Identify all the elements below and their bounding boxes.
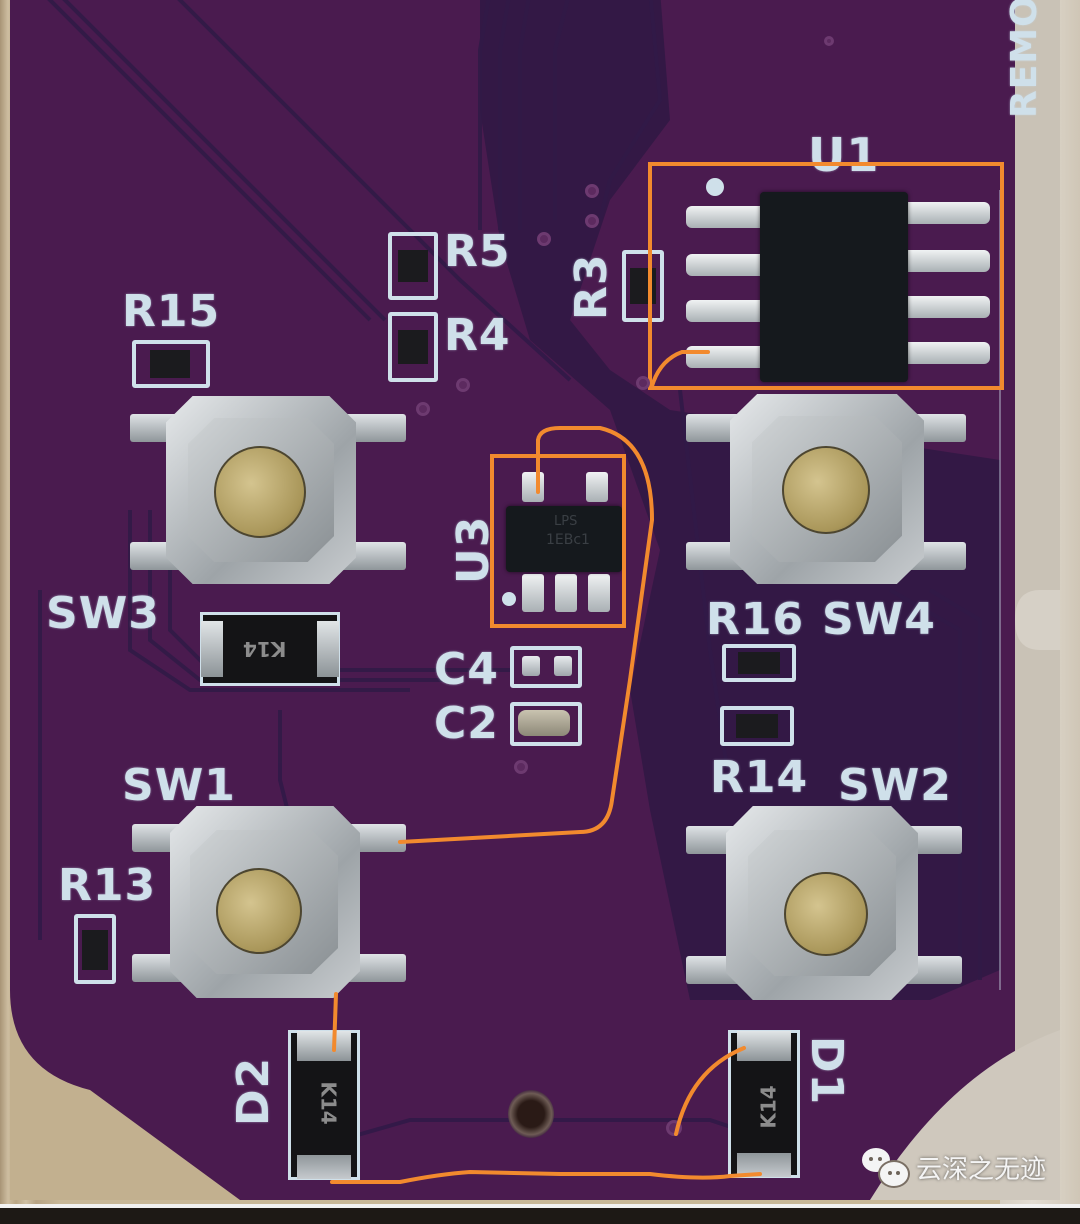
switch-sw4	[686, 392, 966, 588]
label-r4: R4	[444, 310, 511, 361]
via	[636, 376, 650, 390]
label-sw4: SW4	[822, 594, 936, 645]
via	[537, 232, 551, 246]
highlight-box-u1	[648, 162, 1004, 390]
label-r13: R13	[58, 860, 157, 911]
switch-cap-icon	[784, 872, 868, 956]
u3-marking-1: LPS	[554, 514, 578, 529]
via	[416, 402, 430, 416]
via	[514, 760, 528, 774]
mounting-hole	[508, 1090, 554, 1138]
highlight-box-u3	[490, 454, 626, 628]
label-r16: R16	[706, 594, 805, 645]
label-sw3: SW3	[46, 588, 160, 639]
wechat-icon	[862, 1148, 910, 1188]
switch-sw1	[132, 806, 406, 1002]
diode-d1: K14	[728, 1030, 800, 1178]
via	[585, 184, 599, 198]
label-r14: R14	[710, 752, 809, 803]
label-sw2: SW2	[838, 760, 952, 811]
watermark: 云深之无迹	[862, 1148, 1047, 1188]
via	[456, 378, 470, 392]
switch-sw3	[130, 392, 406, 588]
bottom-bar	[0, 1204, 1080, 1224]
label-r15: R15	[122, 286, 221, 337]
pcb-board	[10, 0, 1060, 1200]
label-sw1: SW1	[122, 760, 236, 811]
switch-cap-icon	[216, 868, 302, 954]
switch-sw2	[686, 806, 962, 1002]
diode-d2: K14	[288, 1030, 360, 1180]
switch-cap-icon	[782, 446, 870, 534]
label-r5: R5	[444, 226, 511, 277]
u3-marking-2: 1EBc1	[546, 532, 590, 548]
watermark-text: 云深之无迹	[916, 1154, 1047, 1185]
via	[824, 36, 834, 46]
label-u1: U1	[808, 128, 880, 182]
diode-k14-middle: K14	[200, 612, 340, 686]
via	[585, 214, 599, 228]
label-c4: C4	[434, 644, 499, 695]
switch-cap-icon	[214, 446, 306, 538]
label-c2: C2	[434, 698, 499, 749]
